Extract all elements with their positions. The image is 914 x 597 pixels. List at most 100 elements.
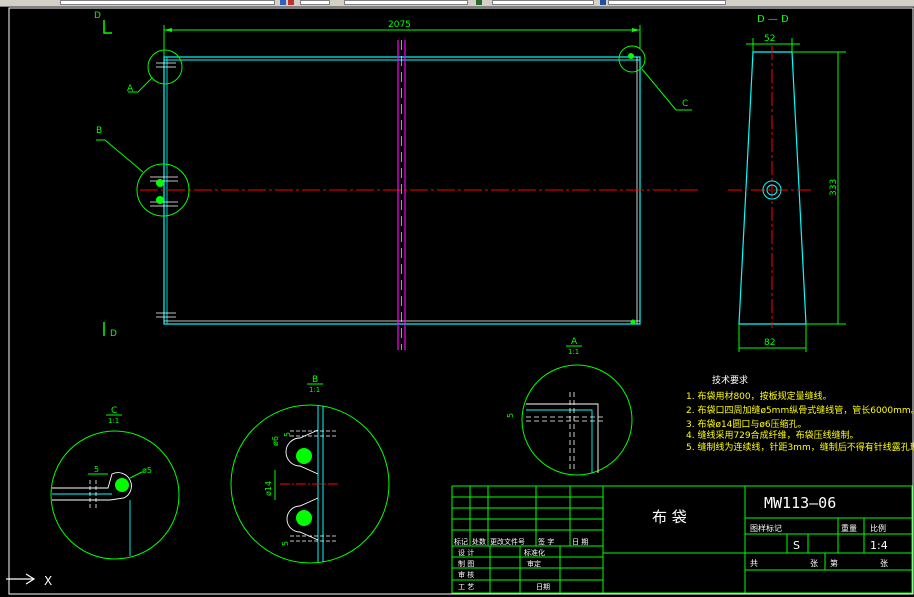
role-draw: 制 图 [458,559,474,568]
detail-b-scale: 1:1 [309,386,320,394]
tech-req-item-4: 4. 缝线采用729合成纤维，布袋压线缝制。 [686,429,859,441]
col-weight: 重量 [841,523,857,533]
properties-icon[interactable] [600,0,606,5]
dim-arrow-left [164,28,172,32]
tech-req-title: 技术要求 [712,374,748,386]
detail-a-outer-edge [526,403,599,473]
sheet-no: 第 [830,558,838,568]
rev-header-count: 处数 [472,537,486,546]
section-view[interactable]: D — D 52 333 82 [728,14,846,352]
section-title: D — D [757,14,789,25]
section-tube-inner [766,184,778,196]
detail-c-leader [641,68,692,111]
linetype-dropdown[interactable] [344,0,468,5]
role-process: 工 艺 [458,583,474,591]
detail-b-callout[interactable] [136,163,190,217]
detail-a-circle [521,364,633,476]
part-name: 布 袋 [652,508,687,526]
undo-icon[interactable] [280,0,286,5]
layer-dropdown[interactable] [60,0,275,5]
detail-b-dim-hole: ø6 [271,436,280,446]
title-block[interactable]: 布 袋 MW113—06 图样标记 重量 比例 S 1:4 共 张 第 张 标记… [451,485,913,594]
detail-b-leader [96,139,144,173]
redo-icon[interactable] [288,0,294,5]
section-tube-outer [762,180,782,200]
width-dimension: 2075 [388,20,411,30]
eyelet-marks [150,62,178,318]
tech-req-item-5: 5. 缝制线为连续线，针距3mm，缝制后不得有针线露孔现象。 [686,441,914,453]
detail-c-view[interactable]: C 1:1 5 ø5 [50,406,180,560]
lineweight-dropdown[interactable] [492,0,594,5]
plotstyle-dropdown[interactable] [608,0,726,5]
section-bottom-dim: 82 [764,338,775,348]
detail-a-title: A [571,337,578,347]
detail-c-dim-hole: ø5 [142,466,152,475]
section-height-dim: 333 [829,179,839,196]
col-stage: 图样标记 [750,523,782,533]
tech-req-item-3: 3. 布袋ø14圆口与ø6压缩孔。 [686,418,807,430]
detail-b-upper-hole-icon [296,448,312,464]
stage-value: S [793,539,800,552]
section-top-dim: 52 [764,34,775,44]
detail-b-dim-bottom: 5 [281,541,290,546]
detail-b-label: B [96,126,102,136]
tech-requirements[interactable]: 技术要求 1. 布袋用材800，按板规定量缝线。 2. 布袋口四周加缝ø5mm纵… [686,374,914,453]
detail-a-dim: 5 [506,413,515,418]
detail-c-dim-gap: 5 [94,465,99,474]
tech-req-item-2: 2. 布袋口四周加缝ø5mm纵骨式缝线管，管长6000mm。 [686,404,914,416]
detail-c-outline [52,472,132,501]
tech-req-item-1: 1. 布袋用材800，按板规定量缝线。 [686,390,832,402]
rev-header-doc: 更改文件号 [490,537,525,546]
detail-b-view[interactable]: B 1:1 5 ø6 ø14 5 [230,375,390,564]
drawing-number: MW113—06 [764,494,836,512]
section-mark-top: D [94,11,101,21]
rev-header-mark: 标记 [454,537,468,546]
detail-b-upper-loop [285,429,319,475]
detail-c-hole-leader [129,471,143,479]
role-design: 设 计 [458,548,474,557]
sheet-total: 共 [750,559,758,568]
hole-corner-bottom-icon [630,319,636,325]
approve-label: 审定 [527,559,541,568]
main-view[interactable]: D D 2075 [94,11,700,350]
detail-b-dim-mid: ø14 [264,481,273,496]
col-scale: 比例 [870,523,886,533]
detail-c-label: C [682,99,688,109]
detail-b-lower-loop [286,497,319,541]
sheet-unit-2: 张 [880,559,888,568]
detail-b-lower-hole-icon [296,510,312,526]
detail-b-stitches [290,430,336,542]
dim-arrow-right [632,28,640,32]
detail-c-callout[interactable] [618,45,646,73]
rev-header-date: 日 期 [572,538,588,546]
role-check: 审 核 [458,570,474,579]
detail-a-scale: 1:1 [568,348,579,356]
sheet-unit-1: 张 [810,559,818,568]
detail-c-hole-icon [115,478,129,492]
hole-lower-icon [156,196,164,204]
rev-header-sign: 签 字 [538,537,554,546]
scale-value: 1:4 [870,539,888,552]
ucs-x-label: X [44,574,52,588]
layer-icon[interactable] [476,0,482,5]
detail-b-title: B [312,375,318,385]
cad-toolbar [0,0,914,7]
section-mark-bottom: D [110,329,117,339]
detail-b-circle [230,404,390,564]
detail-a-callout[interactable] [147,49,183,85]
detail-a-label: A [127,84,134,94]
ucs-icon: X [6,573,52,588]
drawing-border [8,7,914,595]
detail-a-seam [526,409,593,473]
detail-c-scale: 1:1 [108,417,119,425]
detail-b-dim-top: 5 [283,432,292,437]
zoom-field[interactable] [300,0,330,5]
detail-a-leader [128,77,153,93]
hole-upper-icon [156,179,164,187]
title-block-grid [451,485,913,594]
hole-corner-c-icon [628,53,634,59]
date-label: 日期 [536,583,550,591]
std-label: 标准化 [524,548,545,557]
detail-a-view[interactable]: A 1:1 5 [506,337,633,476]
